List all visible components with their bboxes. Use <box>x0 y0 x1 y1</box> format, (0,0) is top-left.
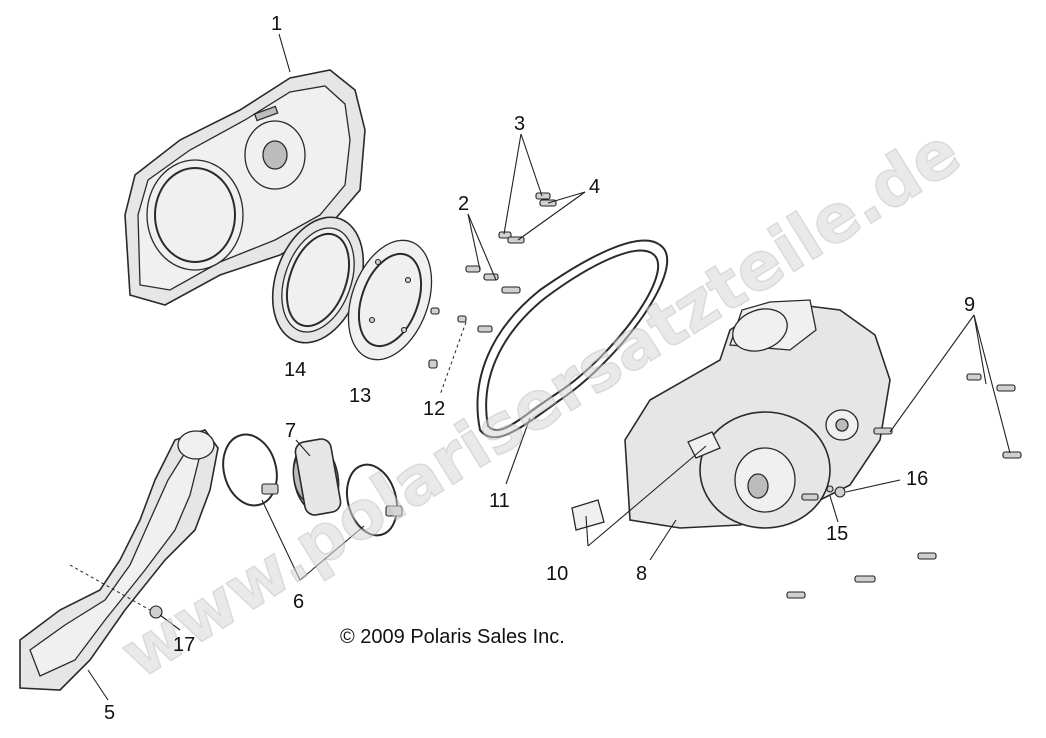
callout-15: 15 <box>826 523 848 545</box>
drive-belt <box>476 239 669 439</box>
callout-4: 4 <box>589 176 600 198</box>
cover-bolts <box>786 373 1022 599</box>
callout-3: 3 <box>514 113 525 135</box>
callout-9: 9 <box>964 294 975 316</box>
callout-12: 12 <box>423 398 445 420</box>
callout-6: 6 <box>293 591 304 613</box>
fasteners-top <box>428 192 557 396</box>
callout-5: 5 <box>104 702 115 724</box>
callout-labels: 1 2 3 4 5 6 7 8 9 10 11 12 13 14 15 16 1… <box>104 13 975 724</box>
callout-17: 17 <box>173 634 195 656</box>
leader-lines <box>69 33 1011 701</box>
hose-clamps-and-coupler <box>222 433 403 537</box>
copyright-notice: © 2009 Polaris Sales Inc. <box>340 626 565 648</box>
callout-14: 14 <box>284 359 306 381</box>
callout-7: 7 <box>285 420 296 442</box>
inner-clutch-cover <box>124 69 366 306</box>
callout-2: 2 <box>458 193 469 215</box>
outer-clutch-cover <box>624 299 891 529</box>
callout-1: 1 <box>271 13 282 35</box>
callout-13: 13 <box>349 385 371 407</box>
callout-10: 10 <box>546 563 568 585</box>
warning-labels <box>571 431 721 531</box>
seal-ring <box>271 216 365 344</box>
callout-16: 16 <box>906 468 928 490</box>
callout-8: 8 <box>636 563 647 585</box>
air-intake-duct <box>19 429 219 691</box>
retaining-plate <box>347 239 433 361</box>
callout-11: 11 <box>489 490 510 512</box>
